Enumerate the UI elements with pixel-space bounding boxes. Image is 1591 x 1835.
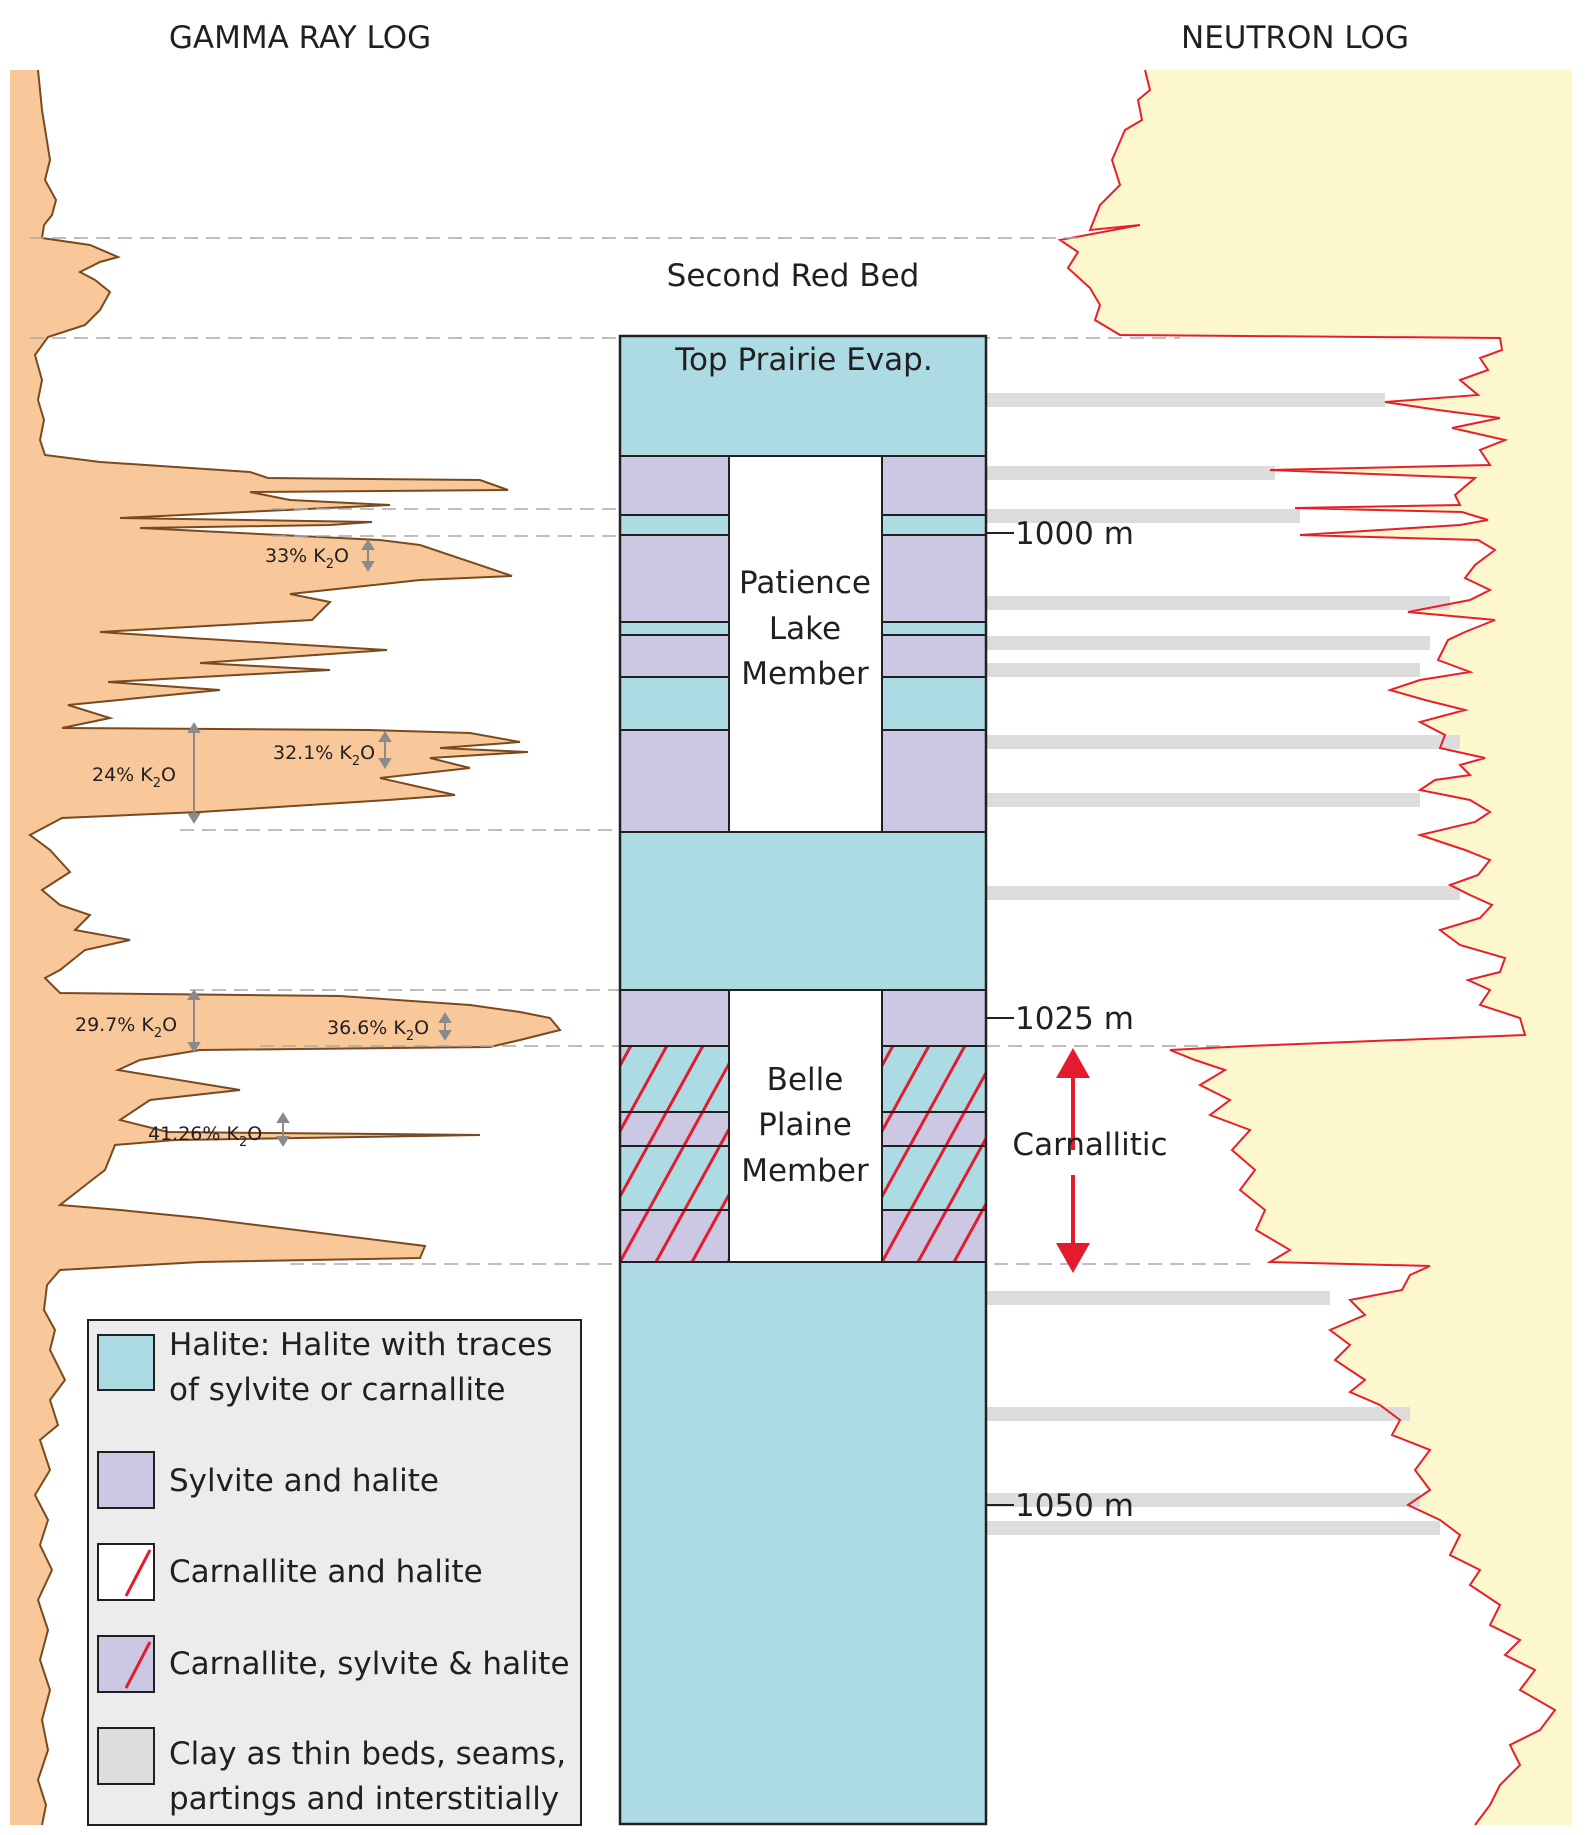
- grade-indicators: [187, 539, 452, 1147]
- second-red-bed-label: Second Red Bed: [667, 258, 920, 294]
- stratigraphic-column: [618, 334, 988, 1826]
- legend-halite-line2: of sylvite or carnallite: [169, 1372, 505, 1408]
- clay-seam-bar: [987, 663, 1420, 677]
- clay-seam-bar: [987, 466, 1275, 480]
- carnallite-hatch-line: [916, 1137, 988, 1263]
- belle-plaine-member-box: [728, 989, 883, 1263]
- legend-clay-line2: partings and interstitially: [169, 1781, 559, 1817]
- depth-1050m: 1050 m: [1015, 1488, 1134, 1524]
- carnallite-hatch-line: [880, 1045, 967, 1198]
- sylvite-halite-bed: [619, 634, 730, 678]
- sylvite-halite-bed: [881, 634, 987, 678]
- belle-plaine-label-2: Plaine: [758, 1107, 852, 1143]
- neutron-log-curve: [1057, 69, 1557, 1826]
- carnallite-hatch-line: [654, 1128, 731, 1263]
- clay-seam-bar: [987, 1407, 1410, 1421]
- carnallite-hatch-line: [880, 1072, 988, 1263]
- neutron-log-fill: [1060, 70, 1572, 1825]
- legend-carnallite-sylvite: Carnallite, sylvite & halite: [169, 1646, 570, 1682]
- sylvite-halite-bed: [619, 534, 730, 623]
- sylvite-halite-bed: [619, 1209, 730, 1263]
- legend-swatch-carnallite-sylvite: [97, 1635, 155, 1693]
- belle-plaine-label-3: Member: [741, 1153, 869, 1189]
- neutron-log-title: NEUTRON LOG: [1181, 20, 1409, 56]
- sylvite-halite-bed: [881, 455, 987, 516]
- belle-plaine-label-1: Belle: [767, 1062, 844, 1098]
- legend-swatch-carnallite: [97, 1543, 155, 1601]
- patience-lake-label-2: Lake: [769, 611, 841, 647]
- grade-label-41-26: 41.26% K2O: [148, 1123, 262, 1150]
- gamma-ray-log-title: GAMMA RAY LOG: [169, 20, 431, 56]
- grade-label-24: 24% K2O: [92, 764, 176, 791]
- carnallitic-label: Carnallitic: [1012, 1127, 1167, 1163]
- depth-1025m: 1025 m: [1015, 1001, 1134, 1037]
- legend-halite-line1: Halite: Halite with traces: [169, 1327, 552, 1363]
- gamma-ray-log-curve: [28, 69, 562, 1826]
- legend-swatch-clay: [97, 1727, 155, 1785]
- legend-sylvite: Sylvite and halite: [169, 1463, 439, 1499]
- top-prairie-evap-label: Top Prairie Evap.: [674, 342, 932, 378]
- patience-lake-member-box: [728, 455, 883, 833]
- grade-label-29-7: 29.7% K2O: [75, 1014, 177, 1041]
- carnallite-hatch-line: [690, 1194, 731, 1263]
- patience-lake-label-1: Patience: [739, 565, 871, 601]
- sylvite-halite-bed: [619, 989, 730, 1047]
- patience-lake-label-3: Member: [741, 656, 869, 692]
- legend: Halite: Halite with traces of sylvite or…: [87, 1319, 582, 1826]
- sylvite-halite-bed: [881, 534, 987, 623]
- column-outline: [618, 334, 988, 1826]
- carnallite-hatch-line: [618, 1063, 731, 1263]
- clay-seam-bar: [987, 636, 1430, 650]
- carnallitic-arrow: [1056, 1048, 1090, 1273]
- clay-seam-bar: [987, 509, 1300, 523]
- carnallite-hatch-line: [880, 1045, 931, 1132]
- grade-label-32-1: 32.1% K2O: [273, 742, 375, 769]
- carnallite-hatch-line: [618, 1045, 705, 1198]
- clay-seams: [987, 393, 1460, 1535]
- carnallite-hatch-line: [880, 1045, 895, 1067]
- sylvite-halite-bed: [619, 1111, 730, 1147]
- depth-ticks: [986, 532, 1014, 1506]
- sylvite-halite-bed: [881, 729, 987, 833]
- depth-1000m: 1000 m: [1015, 516, 1134, 552]
- clay-seam-bar: [987, 735, 1460, 749]
- clay-seam-bar: [987, 886, 1460, 900]
- gamma-ray-log-fill: [10, 70, 560, 1825]
- legend-swatch-halite: [97, 1334, 155, 1391]
- sylvite-halite-bed: [619, 455, 730, 516]
- grade-label-33: 33% K2O: [265, 545, 349, 572]
- clay-seam-bar: [987, 596, 1450, 610]
- carnallite-hatch-line: [952, 1203, 988, 1263]
- grade-label-36-6: 36.6% K2O: [327, 1017, 429, 1044]
- correlation-lines: [30, 237, 1250, 1265]
- carnallite-hatch-line: [618, 1045, 669, 1132]
- sylvite-halite-bed: [881, 1111, 987, 1147]
- legend-clay-line1: Clay as thin beds, seams,: [169, 1736, 566, 1772]
- sylvite-halite-bed: [619, 729, 730, 833]
- clay-seam-bar: [987, 793, 1420, 807]
- sylvite-halite-bed: [881, 989, 987, 1047]
- legend-swatch-sylvite: [97, 1451, 155, 1509]
- clay-seam-bar: [987, 1291, 1330, 1305]
- carnallite-hatch-line: [618, 1045, 633, 1067]
- clay-seam-bar: [987, 393, 1385, 407]
- clay-seam-bar: [987, 1521, 1440, 1535]
- legend-carnallite: Carnallite and halite: [169, 1554, 483, 1590]
- clay-seam-bar: [987, 1493, 1420, 1507]
